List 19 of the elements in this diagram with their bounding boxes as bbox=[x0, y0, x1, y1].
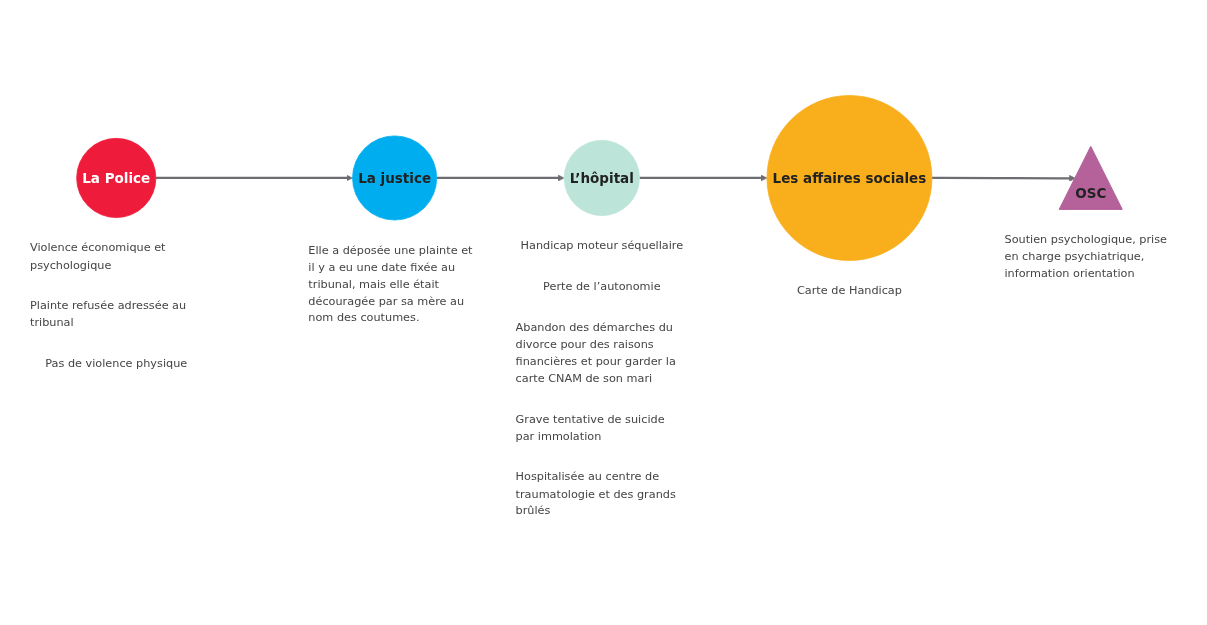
arrow bbox=[436, 174, 565, 181]
node-label: Soutien psychologique, prise en charge psychiatrique, information orientation bbox=[1004, 232, 1167, 280]
node-label: Perte de l’autonomie bbox=[543, 279, 661, 293]
node-label: Plainte refusée adressée au tribunal bbox=[30, 298, 187, 329]
node-circle: La justice bbox=[352, 135, 438, 221]
node-label: Violence économique et psychologique bbox=[30, 240, 166, 271]
node-circle: La Police bbox=[76, 137, 157, 218]
node-label: Elle a déposée une plainte et il y a eu une date fixée au tribunal, mais elle était découragée par sa mère au nom des coutumes. bbox=[308, 242, 473, 324]
node-label: Pas de violence physique bbox=[45, 355, 188, 370]
node-label: Grave tentative de suicide par immolation bbox=[515, 411, 665, 443]
node-circle: Les affaires sociales bbox=[766, 94, 933, 261]
node-label: Carte de Handicap bbox=[797, 283, 902, 297]
arrow bbox=[155, 174, 353, 181]
node-label: Handicap moteur séquellaire bbox=[520, 238, 684, 252]
arrow bbox=[639, 174, 768, 181]
node-label: Abandon des démarches du divorce pour des raisons financières et pour garder la carte CNAM de son mari bbox=[515, 320, 676, 385]
arrow bbox=[931, 174, 1076, 182]
node-circle: L’hôpital bbox=[563, 139, 640, 216]
node-label: Hospitalisée au centre de traumatologie et des grands brûlés bbox=[515, 469, 676, 517]
